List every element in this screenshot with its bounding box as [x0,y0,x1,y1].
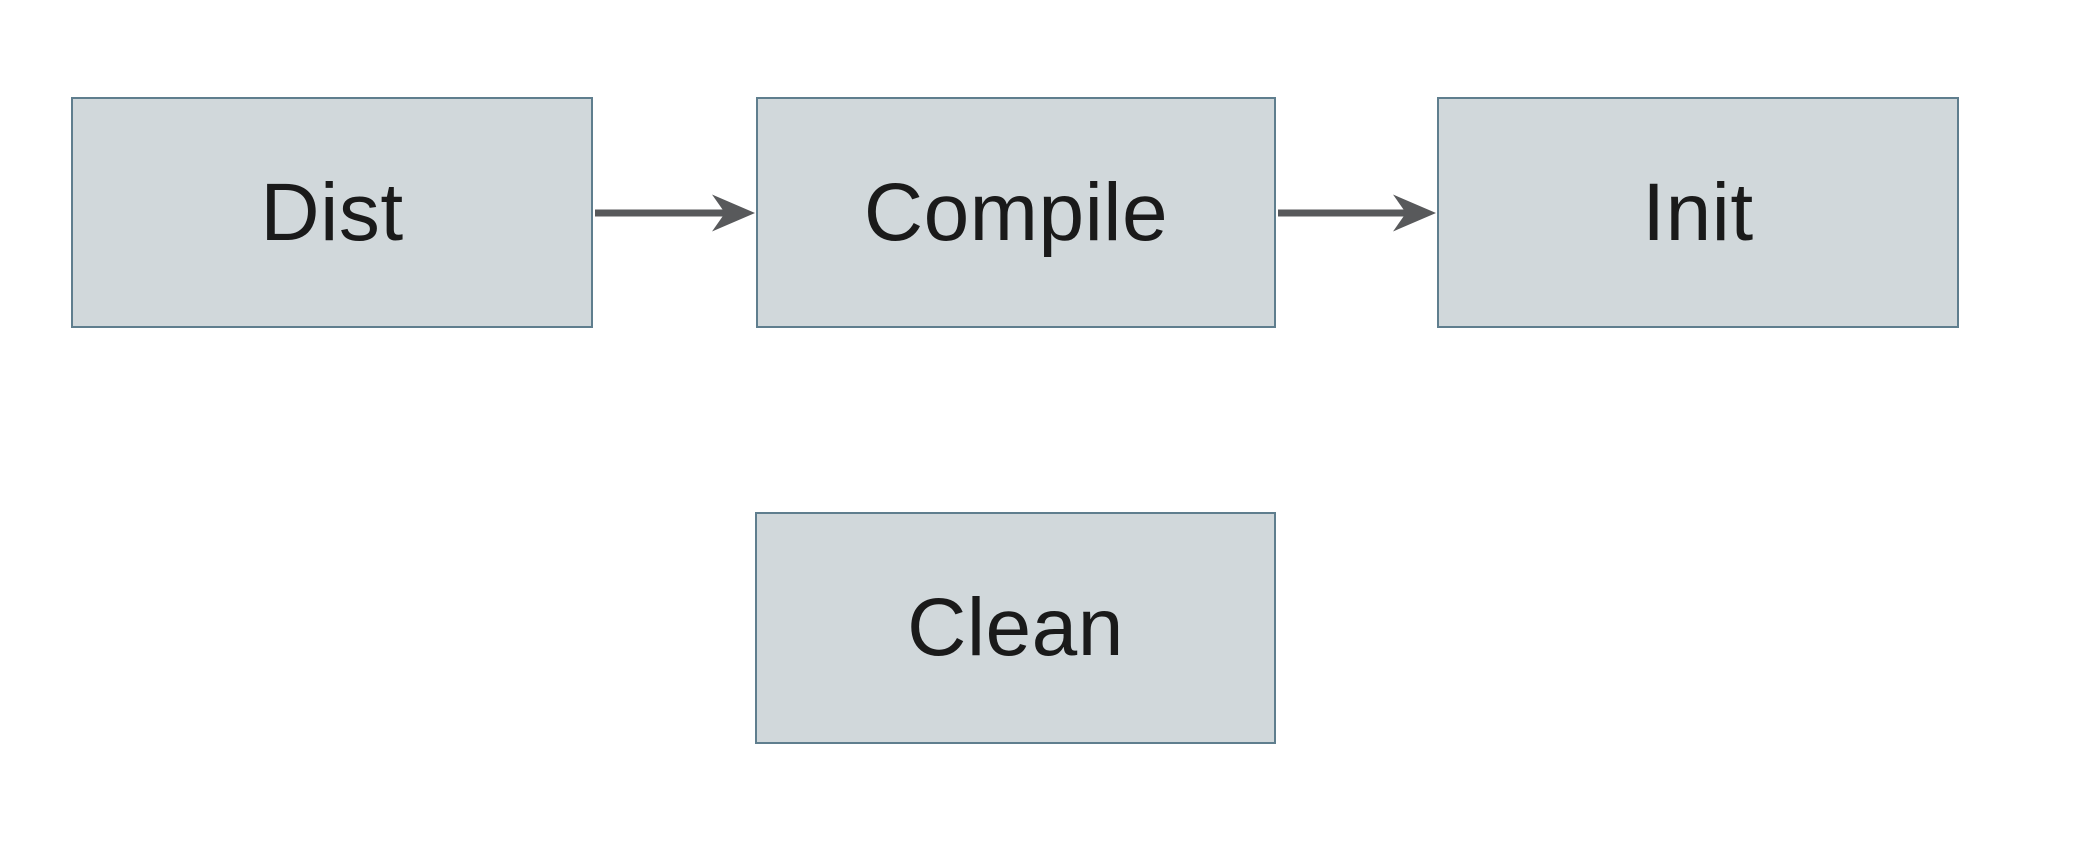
arrow-compile-to-init-icon [1278,194,1436,232]
arrow-head-icon [1393,194,1436,232]
node-label: Clean [907,582,1124,673]
node-label: Init [1642,166,1754,258]
node-label: Dist [260,166,404,258]
node-clean: Clean [755,512,1276,744]
node-dist: Dist [71,97,593,328]
arrow-dist-to-compile-icon [595,194,755,232]
node-compile: Compile [756,97,1276,328]
node-label: Compile [863,166,1169,258]
arrow-head-icon [712,194,755,232]
node-init: Init [1437,97,1959,328]
